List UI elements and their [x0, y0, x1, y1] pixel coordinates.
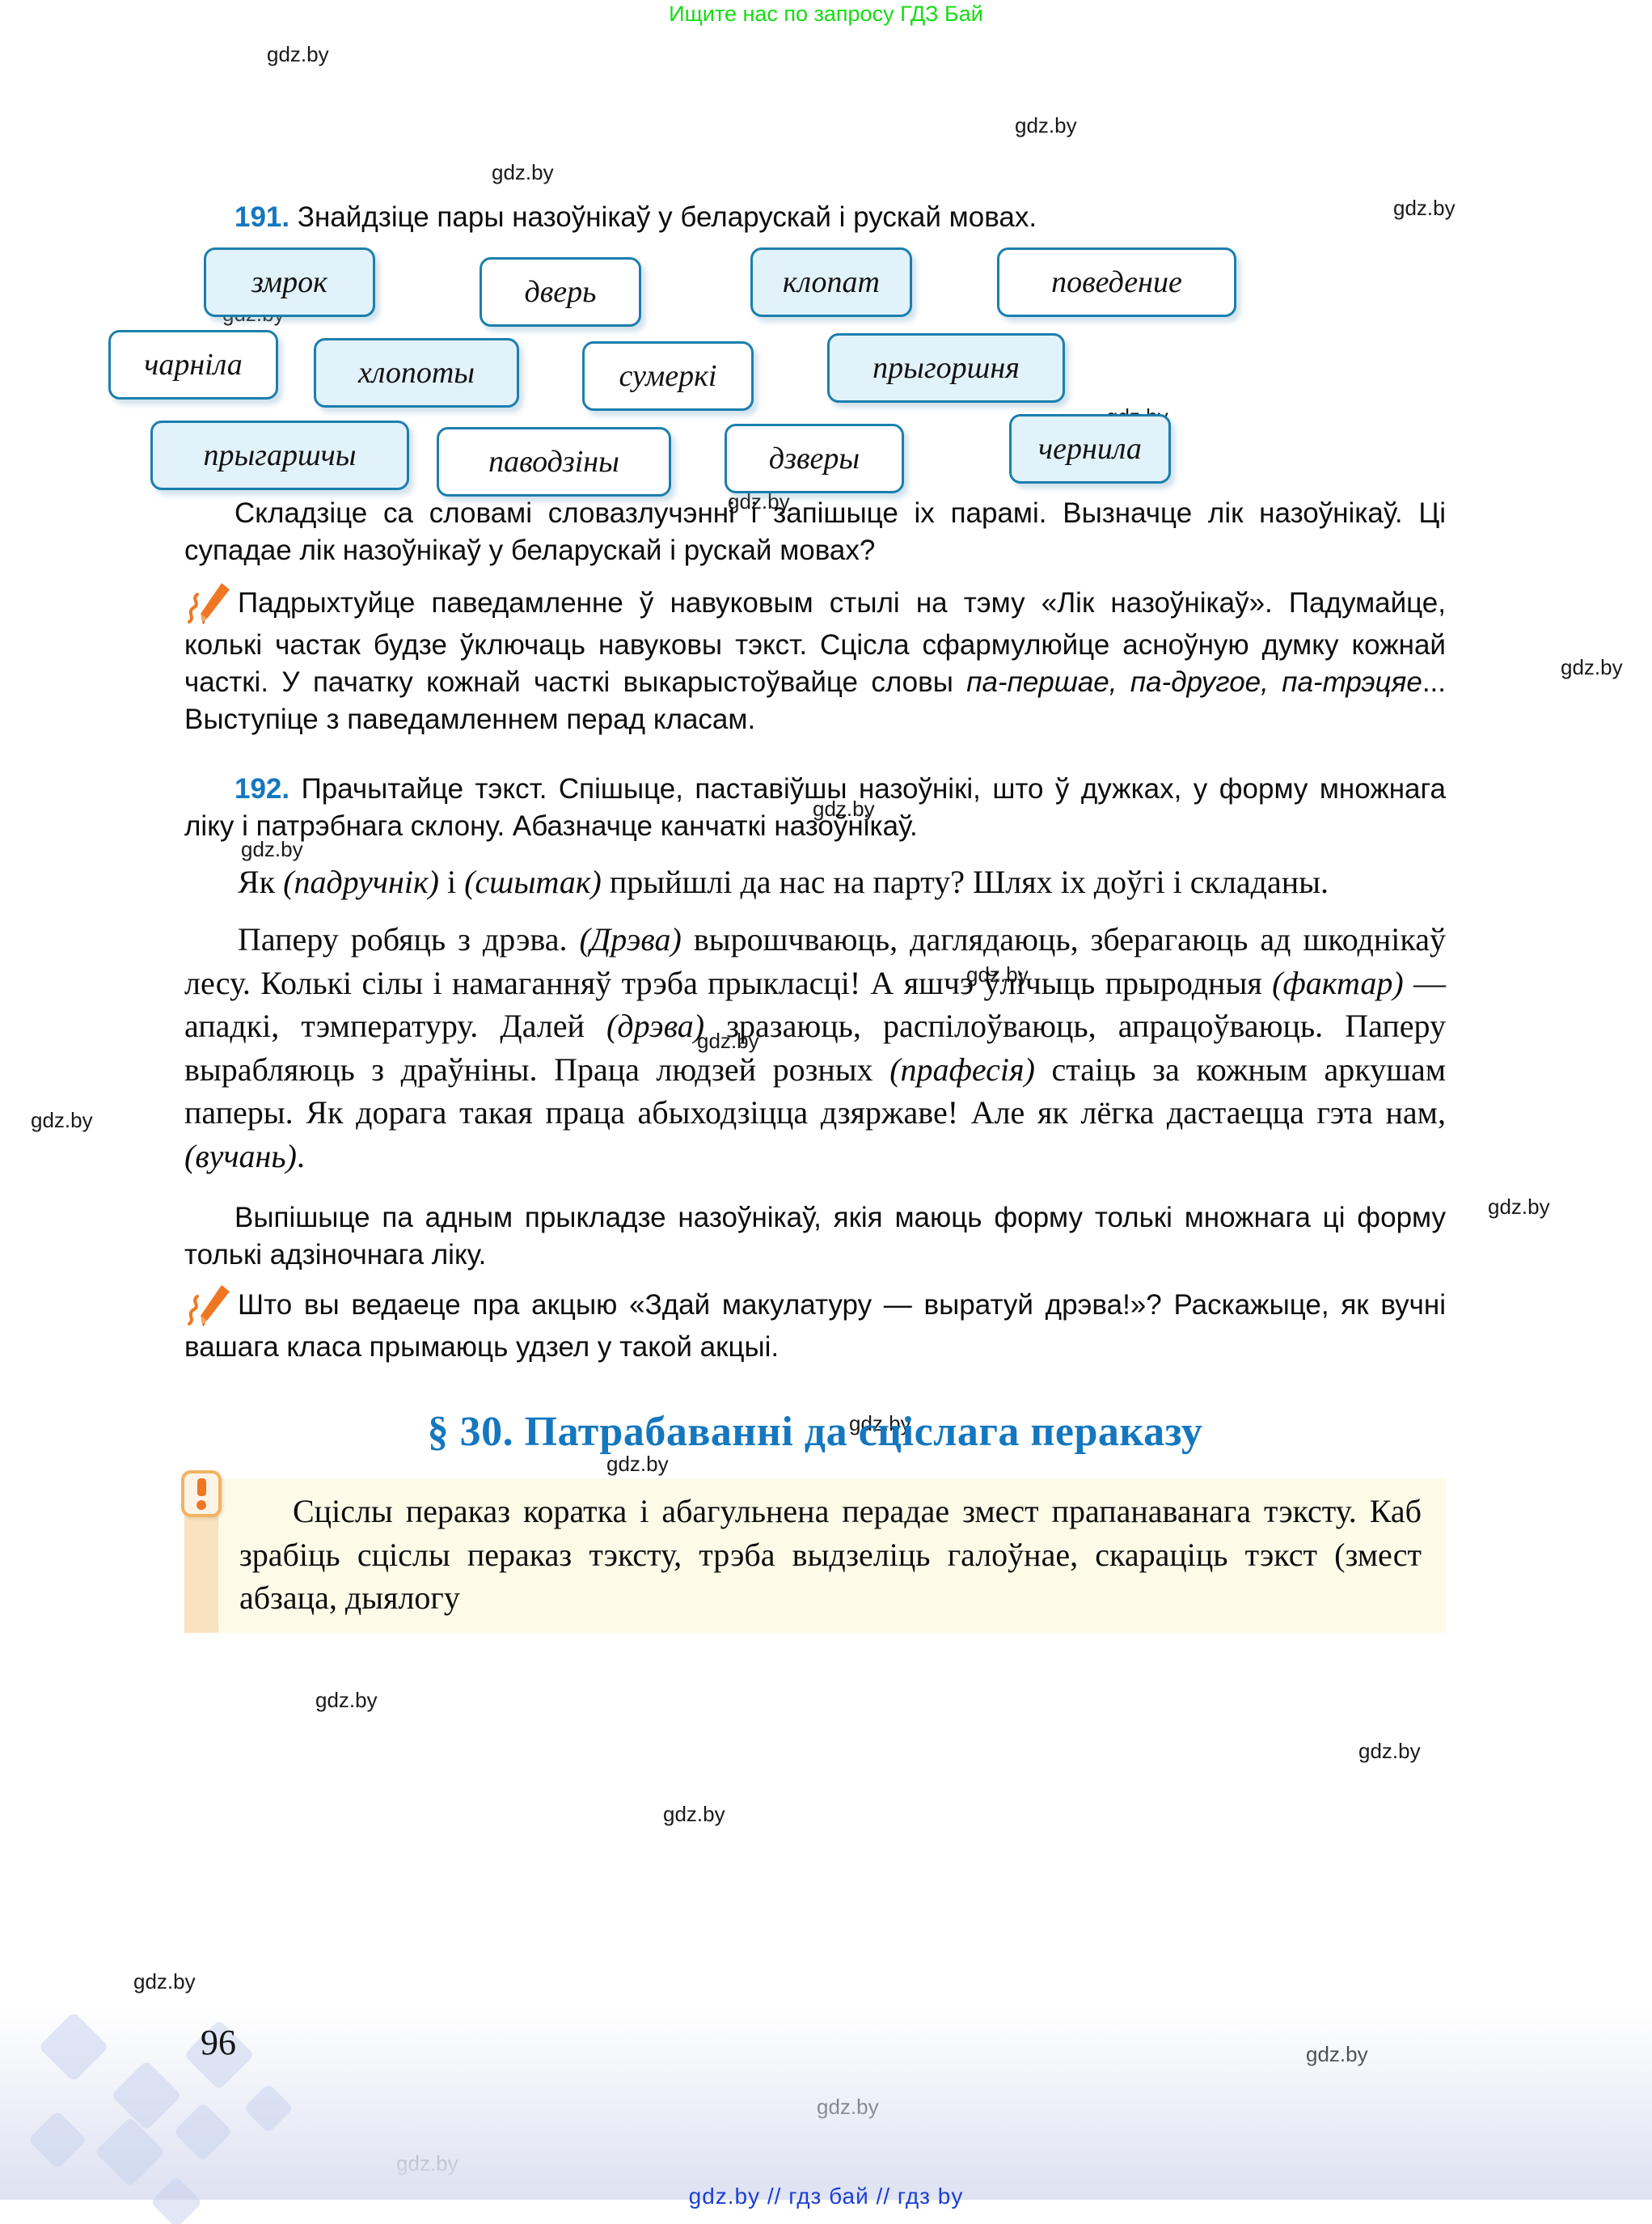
exercise-192-body-p2: Паперу робяць з дрэва. (Дрэва) вырошчваю…: [184, 918, 1446, 1178]
word-box: сумеркі: [582, 341, 754, 412]
exercise-191-prompt: 191. Знайдзіце пары назоўнікаў у беларус…: [184, 199, 1446, 236]
word-box: змрок: [204, 247, 375, 318]
p2-i5: (вучань): [184, 1138, 297, 1175]
page-content: 191. Знайдзіце пары назоўнікаў у беларус…: [108, 0, 1446, 1633]
watermark: gdz.by: [663, 1802, 725, 1826]
exercise-192-number: 192.: [234, 773, 290, 805]
section-heading: § 30. Патрабаванні да сціслага пераказу: [427, 1409, 1203, 1456]
word-box: поведение: [997, 247, 1236, 318]
word-box: клопат: [750, 247, 912, 318]
word-box: чернила: [1009, 414, 1171, 484]
p1-a: Як: [238, 863, 284, 900]
p1-b: і: [438, 863, 465, 900]
word-box: дзверы: [725, 424, 904, 494]
p2-a: Паперу робяць з дрэва.: [238, 921, 580, 958]
p2-i3: (дрэва): [606, 1008, 705, 1045]
exercise-192-pen-task-text: Што вы ведаеце пра акцыю «Здай макулатур…: [184, 1289, 1446, 1364]
callout-text: Сціслы пераказ коратка і абагульнена пер…: [239, 1493, 1422, 1617]
p1-i1: (падручнік): [283, 863, 439, 900]
watermark: gdz.by: [133, 1969, 196, 1994]
pencil-icon: [184, 1283, 233, 1329]
exercise-192-pen-task: Што вы ведаеце пра акцыю «Здай макулатур…: [184, 1283, 1446, 1366]
watermark: gdz.by: [31, 1108, 93, 1132]
exclamation-dot: [196, 1499, 206, 1510]
exercise-192-prompt-text: Прачытайце тэкст. Спішыце, паставіўшы на…: [184, 773, 1446, 843]
exercise-191-task: Складзіце са словамі словазлучэнні і зап…: [184, 497, 1446, 567]
word-box: паводзіны: [437, 427, 671, 497]
p2-c: — ападкі, тэмпературу. Далей: [184, 964, 1446, 1045]
word-box: прыгаршчы: [150, 421, 409, 491]
watermark: gdz.by: [1488, 1194, 1550, 1219]
p2-d: зразаюць, распілоўваюць, апрацоўваюць. П…: [184, 1008, 1446, 1088]
pen-task-text-b: ... Выступіце з паведамленнем перад клас…: [184, 666, 1446, 735]
p2-i2: (фактар): [1272, 964, 1404, 1001]
pen-task-text-italic: па-першае, па-другое, па-трэцяе: [966, 666, 1422, 698]
watermark: gdz.by: [1561, 655, 1623, 679]
exercise-192-prompt: 192. Прачытайце тэкст. Спішыце, паставіў…: [184, 771, 1446, 845]
pen-task-text-a: Падрыхтуйце паведамленне ў навуковым сты…: [184, 586, 1446, 698]
word-box: хлопоты: [314, 338, 519, 408]
exercise-191-pen-task: Падрыхтуйце паведамленне ў навуковым сты…: [184, 581, 1446, 739]
exercise-191: 191. Знайдзіце пары назоўнікаў у беларус…: [108, 199, 1446, 739]
section-30: § 30. Патрабаванні да сціслага пераказу …: [181, 1408, 1446, 1633]
exclamation-icon: [181, 1470, 222, 1518]
p2-e: стаіць за кожным аркушам паперы. Як дора…: [184, 1051, 1447, 1131]
p2-i4: (прафесія): [889, 1051, 1035, 1088]
info-callout: Сціслы пераказ коратка і абагульнена пер…: [181, 1470, 1446, 1633]
p1-i2: (сшытак): [464, 863, 602, 900]
word-box-group: змрок дверь клопат поведение чарніла хлопоты с…: [108, 247, 1446, 497]
word-box: чарніла: [108, 330, 278, 400]
exercise-192-body-p1: Як (падручнік) і (сшытак) прыйшлі да нас…: [184, 860, 1446, 904]
pencil-icon: [184, 581, 233, 627]
watermark: gdz.by: [1358, 1739, 1421, 1763]
exercise-191-prompt-text: Знайдзіце пары назоўнікаў у беларускай і…: [297, 201, 1037, 233]
exclamation-stem: [196, 1478, 206, 1496]
p2-i1: (Дрэва): [579, 921, 682, 958]
exercise-191-number: 191.: [234, 201, 290, 233]
callout-accent-bar: [181, 1470, 222, 1633]
watermark: gdz.by: [315, 1688, 378, 1712]
page-footer: gdz.by // гдз бай // гдз by: [688, 2184, 964, 2209]
promo-banner: Ищите нас по запросу ГДЗ Бай: [669, 2, 983, 26]
p2-f: .: [296, 1138, 305, 1175]
p2-b: вырошчваюць, даглядаюць, зберагаюць ад ш…: [184, 921, 1447, 1001]
word-box: прыгоршня: [827, 333, 1065, 404]
callout-body: Сціслы пераказ коратка і абагульнена пер…: [218, 1478, 1446, 1633]
page-number: 96: [201, 2023, 236, 2062]
exercise-192-task: Выпішыце па адным прыкладзе назоўнікаў, …: [184, 1201, 1446, 1271]
exercise-192: 192. Прачытайце тэкст. Спішыце, паставіў…: [184, 771, 1446, 1366]
p1-c: прыйшлі да нас на парту? Шлях іх доўгі і…: [601, 863, 1329, 900]
word-box: дверь: [480, 257, 641, 328]
